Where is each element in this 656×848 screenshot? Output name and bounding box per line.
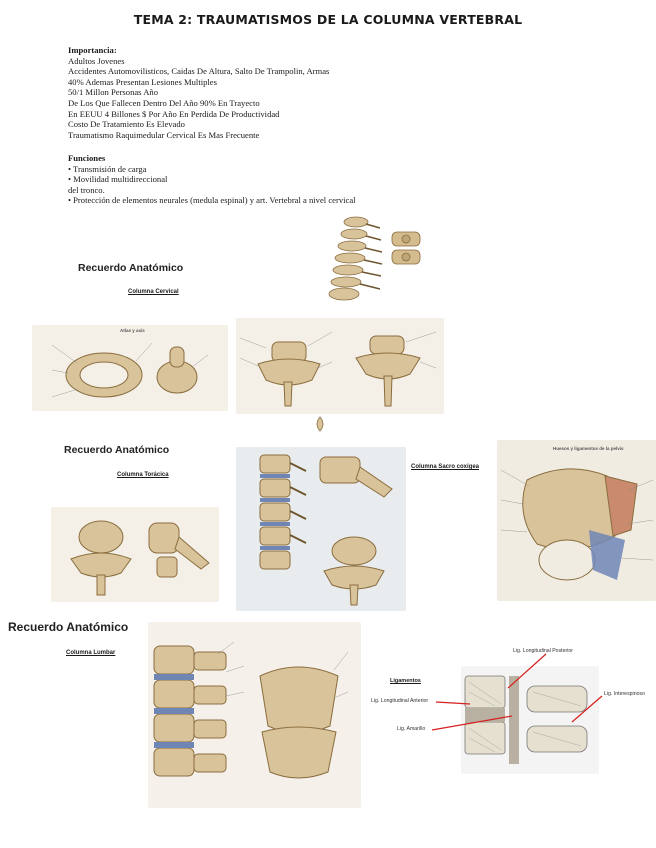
ligaments-drawing: [464, 675, 588, 764]
funciones-block: Funciones • Transmisión de carga • Movil…: [68, 153, 408, 206]
lumbar-spine-drawing: [153, 641, 349, 779]
funciones-line: del tronco.: [68, 184, 105, 195]
lumbar-spine-plate: [148, 622, 361, 808]
importancia-heading: Importancia:: [68, 45, 117, 55]
ligamentos-heading: Ligamentos: [390, 678, 421, 684]
importancia-line: Accidentes Automovilisticos, Caidas De A…: [68, 66, 330, 77]
atlas-axis-drawing: [51, 342, 209, 398]
thoracic-spine-drawing: [259, 454, 393, 606]
importancia-line: Adultos Jovenes: [68, 55, 125, 66]
funciones-line: • Transmisión de carga: [68, 163, 147, 174]
thoracic-vertebra-drawing: [70, 520, 210, 596]
label-lig-anterior: Lig. Longitudinal Anterior: [371, 698, 429, 704]
ligaments-plate: [461, 666, 599, 774]
pelvis-plate: Huesos y ligamentos de la pelvis: [497, 440, 656, 601]
section-heading-lumbar: Recuerdo Anatómico: [8, 620, 129, 634]
funciones-line: • Protección de elementos neurales (medu…: [68, 195, 356, 206]
importancia-line: En EEUU 4 Billones $ Por Año En Perdida …: [68, 108, 280, 119]
small-vertebra-icon: [316, 416, 324, 432]
label-lig-posterior: Lig. Longitudinal Posterior: [513, 648, 573, 654]
label-lig-amarillo: Lig. Amarillo: [397, 726, 426, 732]
importancia-line: 40% Ademas Presentan Lesiones Multiples: [68, 76, 217, 87]
cervical-spine-lateral-image: [328, 216, 383, 301]
cervical-vertebrae-pair-image: [391, 231, 421, 265]
section-heading-toracica: Recuerdo Anatómico: [64, 444, 170, 456]
importancia-line: De Los Que Fallecen Dentro Del Año 90% E…: [68, 97, 260, 108]
section-heading-cervical: Recuerdo Anatómico: [78, 262, 184, 274]
funciones-heading: Funciones: [68, 153, 106, 163]
atlas-axis-plate: Atlas y axis: [32, 325, 228, 411]
label-lig-interespinoso: Lig. Interespinoso: [604, 691, 645, 697]
section-sub-toracica: Columna Torácica: [117, 472, 169, 478]
importancia-line: Costo De Tratamiento Es Elevado: [68, 119, 185, 130]
thoracic-spine-plate: [236, 447, 406, 611]
section-sub-lumbar: Columna Lumbar: [66, 650, 116, 656]
importancia-block: Importancia: Adultos Jovenes Accidentes …: [68, 45, 398, 140]
importancia-line: Traumatismo Raquimedular Cervical Es Mas…: [68, 129, 260, 140]
cervical-vertebra-drawing: [239, 331, 437, 407]
plate-caption: Atlas y axis: [120, 328, 145, 333]
thoracic-vertebra-plate: [51, 507, 219, 602]
section-sub-sacro: Columna Sacro coxigea: [411, 464, 480, 470]
cervical-vertebra-plate: [236, 318, 444, 414]
pelvis-drawing: [500, 468, 654, 581]
section-sub-cervical: Columna Cervical: [128, 289, 179, 295]
importancia-line: 50/1 Millon Personas Año: [68, 87, 158, 98]
funciones-line: • Movilidad multidireccional: [68, 174, 168, 185]
plate-caption: Huesos y ligamentos de la pelvis: [553, 446, 624, 451]
ligament-pointer-lines: [431, 653, 603, 731]
page-title: TEMA 2: TRAUMATISMOS DE LA COLUMNA VERTE…: [133, 12, 523, 27]
